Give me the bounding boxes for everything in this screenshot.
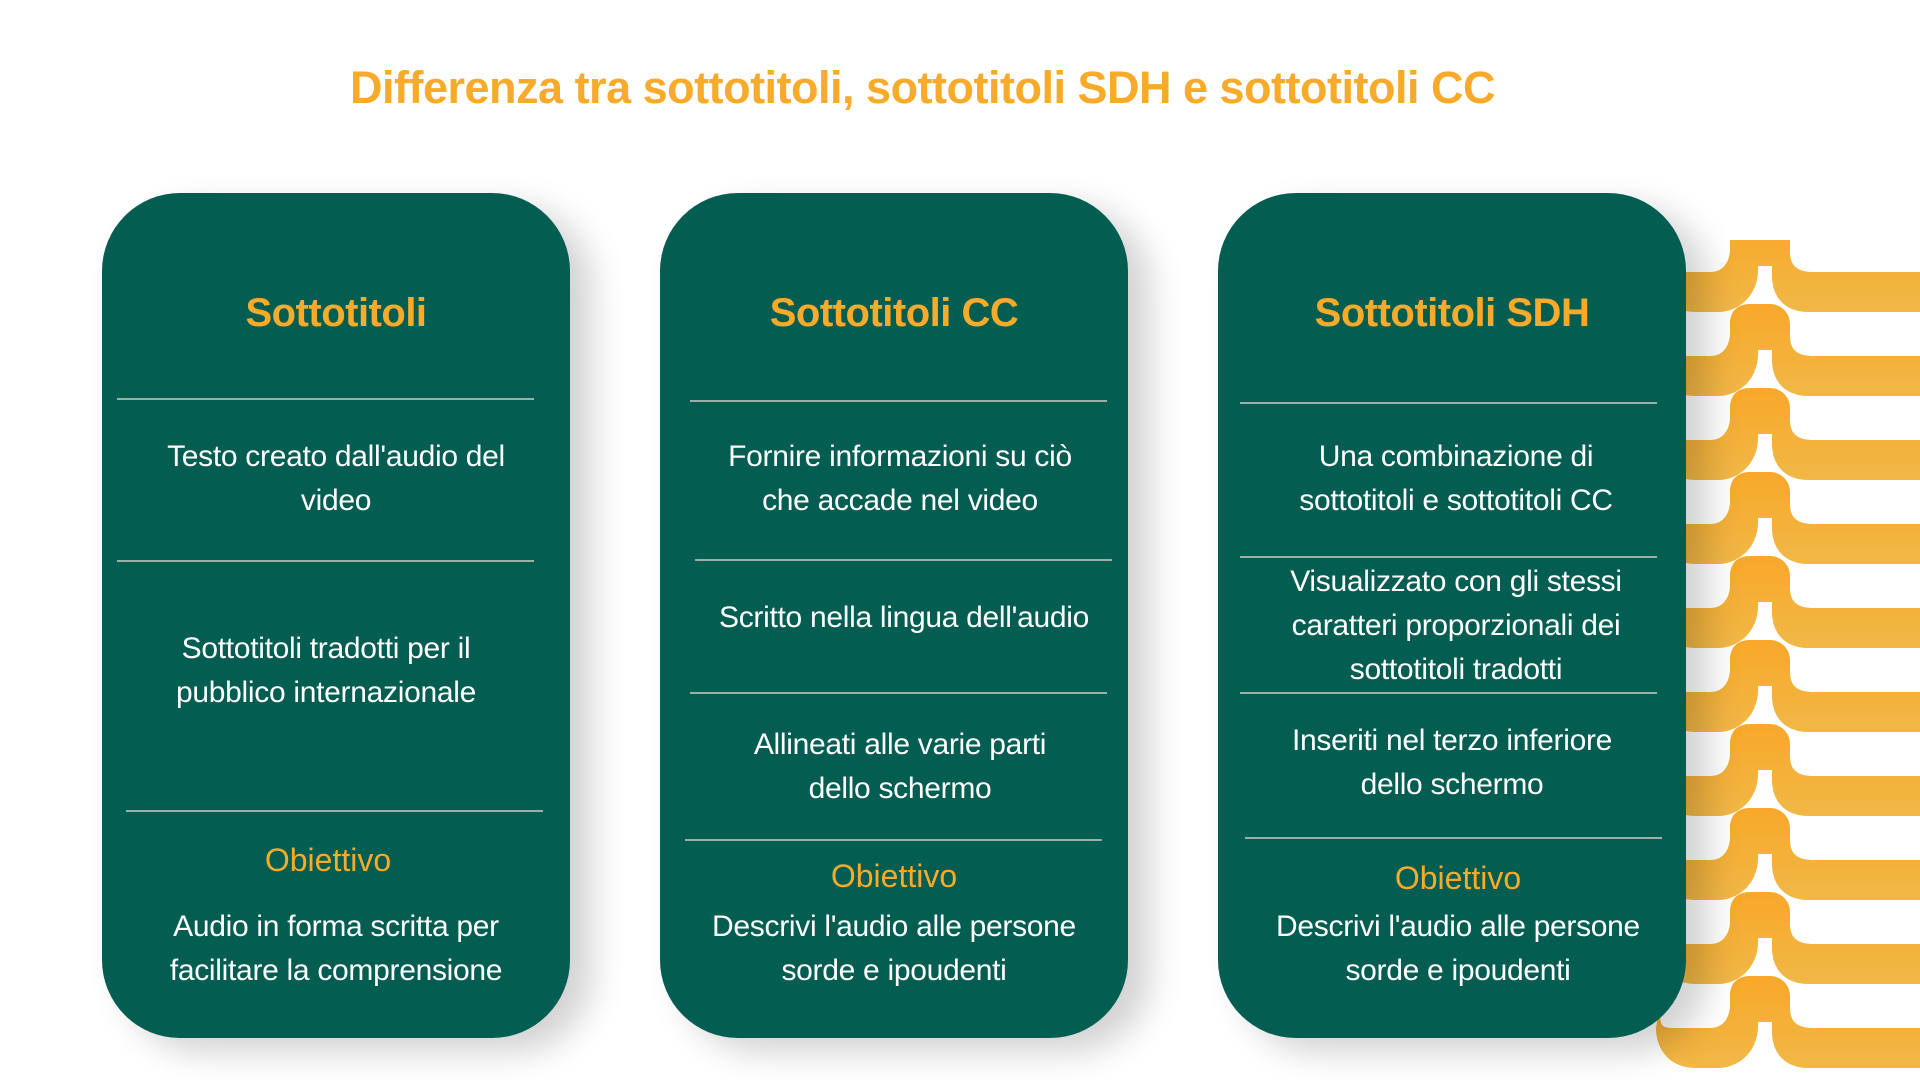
divider <box>117 398 534 400</box>
divider <box>690 400 1107 402</box>
card-heading: Sottotitoli <box>245 291 427 335</box>
divider <box>1240 402 1657 404</box>
feature-text: Sottotitoli tradotti per il pubblico int… <box>176 632 476 709</box>
feature-text: Allineati alle varie parti dello schermo <box>753 728 1047 805</box>
feature-text: Visualizzato con gli stessi caratteri pr… <box>1290 565 1622 686</box>
feature-text: Fornire informazioni su ciò che accade n… <box>728 440 1072 517</box>
page-title: Differenza tra sottotitoli, sottotitoli … <box>350 62 1495 113</box>
card-sottotitoli-cc: Sottotitoli CC Fornire informazioni su c… <box>660 193 1128 1038</box>
divider <box>690 692 1107 694</box>
divider <box>1245 837 1662 839</box>
objective-label: Obiettivo <box>264 842 392 878</box>
feature-text: Una combinazione di sottotitoli e sottot… <box>1299 440 1613 517</box>
divider <box>695 559 1112 561</box>
card-sottotitoli-sdh: Sottotitoli SDH Una combinazione di sott… <box>1218 193 1686 1038</box>
objective-text: Descrivi l'audio alle persone sorde e ip… <box>712 910 1076 987</box>
feature-text: Inseriti nel terzo inferiore dello scher… <box>1291 724 1613 801</box>
objective-label: Obiettivo <box>830 858 958 894</box>
feature-text: Scritto nella lingua dell'audio <box>718 601 1089 634</box>
divider <box>117 560 534 562</box>
wave-stripes-decoration <box>1656 240 1920 1068</box>
objective-text: Audio in forma scritta per facilitare la… <box>169 910 503 987</box>
divider <box>1240 692 1657 694</box>
objective-label: Obiettivo <box>1394 860 1522 896</box>
divider <box>685 839 1102 841</box>
card-heading: Sottotitoli SDH <box>1314 291 1590 335</box>
feature-text: Testo creato dall'audio del video <box>167 440 505 517</box>
card-sottotitoli: Sottotitoli Testo creato dall'audio del … <box>102 193 570 1038</box>
card-heading: Sottotitoli CC <box>769 291 1019 335</box>
objective-text: Descrivi l'audio alle persone sorde e ip… <box>1276 910 1640 987</box>
divider <box>1240 556 1657 558</box>
divider <box>126 810 543 812</box>
